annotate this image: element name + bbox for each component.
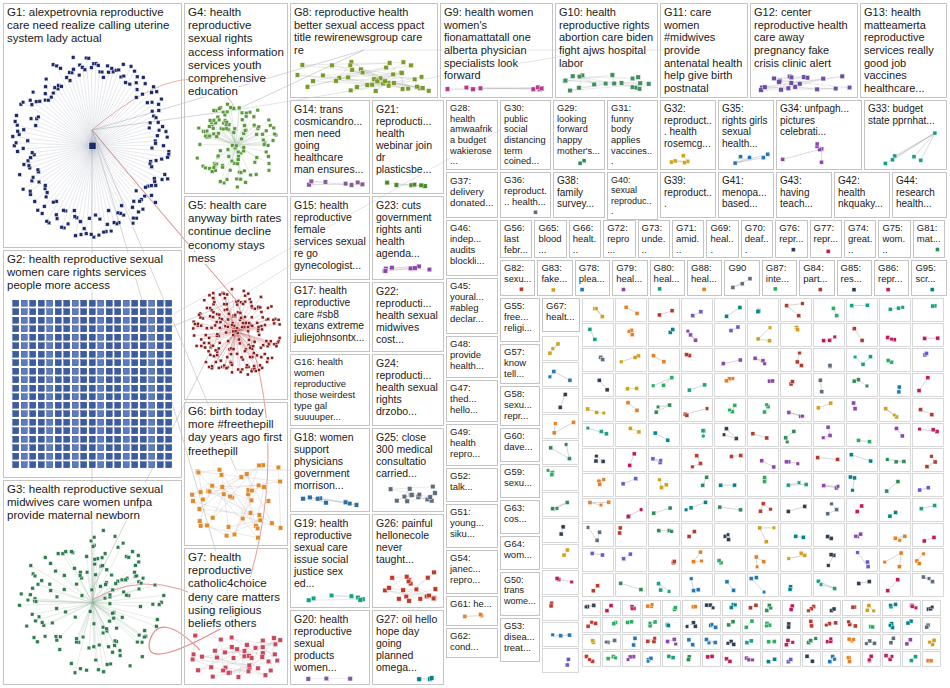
network-canvas: G1: alexpetrovnia reproductive care need… (0, 0, 950, 688)
